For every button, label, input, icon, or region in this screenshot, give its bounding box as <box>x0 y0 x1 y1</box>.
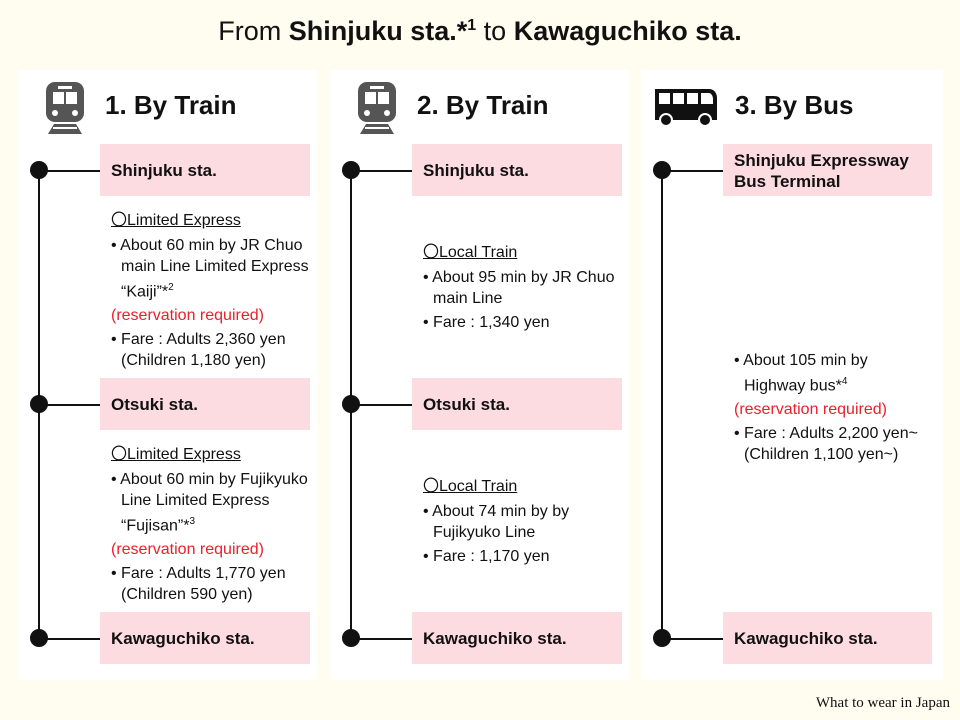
duration-text: • About 74 min by by Fujikyuko Line <box>423 503 570 541</box>
reservation-note: (reservation required) <box>734 401 887 419</box>
fare-text: • Fare : Adults 2,360 yen (Children 1,18… <box>111 331 286 370</box>
segment-info: 〇Limited Express • About 60 min by Fujik… <box>111 444 316 608</box>
connector <box>39 404 101 406</box>
station-box: Kawaguchiko sta. <box>412 612 622 664</box>
segment-heading: 〇Local Train <box>423 478 518 495</box>
station-box: Kawaguchiko sta. <box>723 612 932 664</box>
reservation-note: (reservation required) <box>111 541 264 559</box>
fare-text: • Fare : 1,170 yen <box>423 548 550 565</box>
station-box: Shinjuku sta. <box>412 144 622 196</box>
route-title: 1. By Train <box>105 90 237 120</box>
page-title: From Shinjuku sta.*1 to Kawaguchiko sta. <box>218 16 742 46</box>
segment-info: • About 105 min by Highway bus*4 (reserv… <box>734 350 939 468</box>
duration-text: • About 60 min by Fujikyuko Line Limited… <box>111 471 308 535</box>
fare-text: • Fare : 1,340 yen <box>423 314 550 331</box>
duration-text: • About 60 min by JR Chuo main Line Limi… <box>111 237 309 301</box>
station-box: Otsuki sta. <box>100 378 310 430</box>
segment-info: 〇Local Train • About 95 min by JR Chuo m… <box>423 242 628 336</box>
route-panel-bus: 3. By Bus Shinjuku Expressway Bus Termin… <box>641 70 943 680</box>
station-box: Shinjuku sta. <box>100 144 310 196</box>
connector <box>39 638 101 640</box>
reservation-note: (reservation required) <box>111 307 264 325</box>
segment-heading: 〇Limited Express <box>111 212 241 229</box>
connector <box>351 638 413 640</box>
fare-text: • Fare : Adults 2,200 yen~ (Children 1,1… <box>734 425 918 464</box>
bus-icon <box>655 89 717 127</box>
train-icon <box>358 82 396 134</box>
route-panel-train-1: 1. By Train Shinjuku sta. Otsuki sta. Ka… <box>18 70 318 680</box>
route-line <box>661 170 663 638</box>
route-title: 2. By Train <box>417 90 549 120</box>
segment-heading: 〇Limited Express <box>111 446 241 463</box>
segment-heading: 〇Local Train <box>423 244 518 261</box>
segment-info: 〇Local Train • About 74 min by by Fujiky… <box>423 476 628 570</box>
duration-text: • About 105 min by Highway bus*4 <box>734 352 868 395</box>
connector <box>662 638 724 640</box>
segment-info: 〇Limited Express • About 60 min by JR Ch… <box>111 210 316 374</box>
brand-footer: What to wear in Japan <box>815 695 950 711</box>
connector <box>351 170 413 172</box>
connector <box>39 170 101 172</box>
train-icon <box>46 82 84 134</box>
fare-text: • Fare : Adults 1,770 yen (Children 590 … <box>111 565 286 604</box>
route-panel-train-2: 2. By Train Shinjuku sta. Otsuki sta. Ka… <box>330 70 630 680</box>
route-title: 3. By Bus <box>735 90 854 120</box>
station-box: Kawaguchiko sta. <box>100 612 310 664</box>
connector <box>662 170 724 172</box>
duration-text: • About 95 min by JR Chuo main Line <box>423 269 615 307</box>
station-box: Otsuki sta. <box>412 378 622 430</box>
station-box: Shinjuku Expressway Bus Terminal <box>723 144 932 196</box>
connector <box>351 404 413 406</box>
